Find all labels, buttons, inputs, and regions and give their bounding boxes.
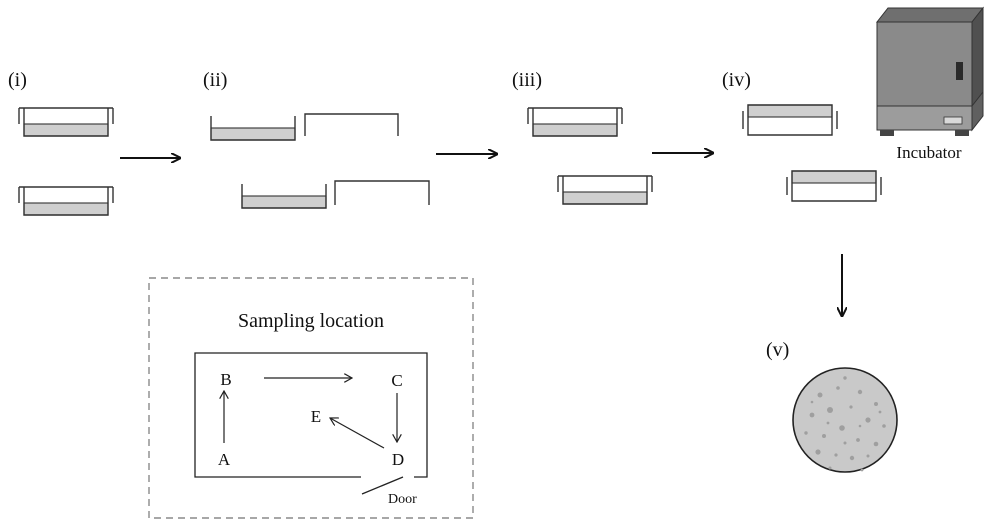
incubator-label: Incubator — [896, 143, 961, 162]
petri-dish-closed-4 — [557, 175, 653, 205]
door-label: Door — [388, 492, 417, 507]
sampling-location-title: Sampling location — [238, 310, 384, 332]
petri-dish-open-2 — [241, 184, 327, 209]
room-outline — [194, 352, 428, 478]
petri-dish-lid-1 — [304, 113, 399, 136]
petri-dish-closed-1 — [18, 107, 114, 137]
step-label-iii: (iii) — [512, 69, 542, 91]
route-arrow-d-to-e — [330, 418, 385, 449]
sampling-point-c: C — [391, 371, 402, 390]
sampling-point-b: B — [220, 370, 231, 389]
sampling-point-d: D — [392, 450, 404, 469]
sampling-point-a: A — [218, 450, 231, 469]
step-label-v: (v) — [766, 339, 789, 361]
step-label-i: (i) — [8, 69, 27, 91]
door-panel — [361, 476, 404, 495]
incubator-icon — [875, 6, 985, 136]
petri-dish-closed-3 — [527, 107, 623, 137]
petri-dish-lid-2 — [334, 180, 430, 205]
colony-plate — [792, 367, 898, 473]
petri-dish-inverted-2 — [786, 170, 882, 202]
petri-dish-open-1 — [210, 116, 296, 141]
sampling-point-e: E — [311, 407, 321, 426]
step-label-ii: (ii) — [203, 69, 227, 91]
petri-dish-closed-2 — [18, 186, 114, 216]
petri-dish-inverted-1 — [742, 104, 838, 136]
step-label-iv: (iv) — [722, 69, 751, 91]
sampling-location-box — [148, 277, 474, 519]
